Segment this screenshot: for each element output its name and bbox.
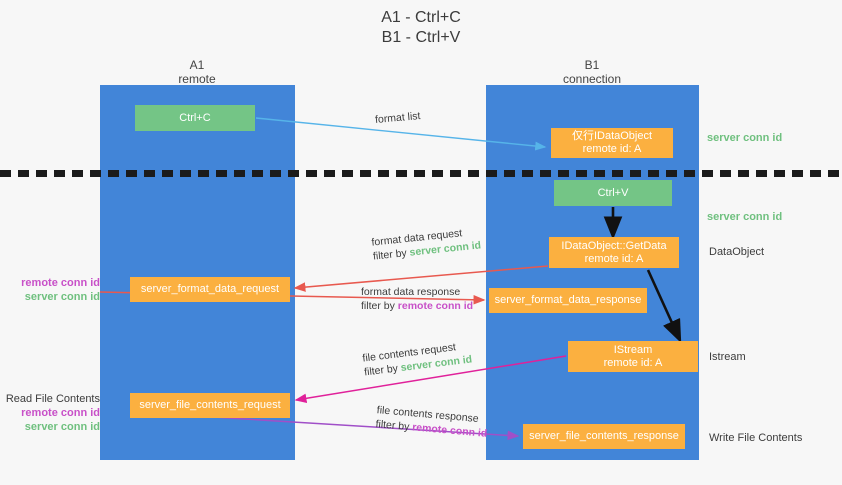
wire-format-list	[255, 117, 547, 151]
column-header-b1-name: B1	[584, 58, 600, 72]
node-ctrl-c[interactable]: Ctrl+C	[135, 105, 255, 131]
column-header-a1-sub: remote	[178, 72, 216, 86]
edge-label-format-data-response-filter: filter by remote conn id	[361, 299, 473, 313]
title-line-1: A1 - Ctrl+C	[381, 9, 461, 26]
right-label-server-conn-id-top: server conn id	[707, 132, 783, 144]
title-line-2: B1 - Ctrl+V	[381, 29, 461, 46]
column-header-a1-name: A1	[189, 58, 205, 72]
node-getdata-remote-id: remote id: A	[584, 252, 644, 265]
node-getdata-label: IDataObject::GetData	[561, 239, 667, 252]
node-server-file-contents-response[interactable]: server_file_contents_response	[523, 424, 685, 449]
left-label-read-file-contents: Read File Contents remote conn id server…	[4, 392, 100, 434]
node-idataobject-label: 仅行IDataObject	[571, 130, 653, 142]
node-ctrl-v-label: Ctrl+V	[597, 186, 629, 199]
left-label-remote-conn-id: remote conn id	[21, 407, 100, 419]
filter-token-remote-conn-id: remote conn id	[397, 300, 474, 312]
left-label-format-conn-ids: remote conn id server conn id	[8, 276, 100, 304]
filter-prefix: filter by	[361, 300, 398, 312]
right-label-dataobject: DataObject	[709, 246, 765, 258]
node-server-file-contents-request[interactable]: server_file_contents_request	[130, 393, 290, 418]
node-server-file-contents-request-label: server_file_contents_request	[139, 399, 281, 411]
wire-format-data-request	[293, 265, 549, 292]
left-label-server-conn-id: server conn id	[24, 421, 100, 433]
wire-getdata-to-istream	[646, 269, 682, 344]
left-label-read-file-contents-head: Read File Contents	[5, 393, 100, 405]
node-server-format-data-request-label: server_format_data_request	[140, 283, 280, 295]
right-label-write-file-contents: Write File Contents	[709, 432, 803, 444]
edge-label-format-data-response-line1: format data response	[361, 286, 461, 298]
wire-file-contents-request	[294, 355, 567, 404]
node-istream[interactable]: IStream remote id: A	[568, 341, 698, 372]
node-idataobject-getdata[interactable]: IDataObject::GetData remote id: A	[549, 237, 679, 268]
node-server-format-data-response-label: server_format_data_response	[494, 294, 642, 306]
right-label-istream: Istream	[709, 351, 746, 363]
node-istream-remote-id: remote id: A	[603, 356, 663, 369]
column-header-b1: B1 connection	[532, 58, 652, 86]
filter-prefix: filter by	[372, 246, 411, 263]
column-header-b1-sub: connection	[562, 72, 622, 86]
right-label-server-conn-id-mid: server conn id	[707, 211, 783, 223]
node-ctrl-v[interactable]: Ctrl+V	[554, 180, 672, 206]
diagram-title: A1 - Ctrl+C B1 - Ctrl+V	[0, 8, 842, 48]
phase-separator	[0, 170, 842, 177]
node-ctrl-c-label: Ctrl+C	[179, 111, 211, 124]
node-server-format-data-request[interactable]: server_format_data_request	[130, 277, 290, 302]
node-server-file-contents-response-label: server_file_contents_response	[529, 430, 679, 442]
node-server-format-data-response[interactable]: server_format_data_response	[489, 288, 647, 313]
left-label-remote-conn-id: remote conn id	[21, 277, 100, 289]
filter-prefix: filter by	[375, 418, 413, 434]
node-idataobject-remote-id: remote id: A	[582, 143, 642, 155]
node-istream-label: IStream	[613, 343, 653, 356]
node-idataobject[interactable]: 仅行IDataObject remote id: A	[551, 128, 673, 158]
column-header-a1: A1 remote	[137, 58, 257, 86]
edge-label-format-data-response: format data response filter by remote co…	[361, 285, 473, 313]
left-label-server-conn-id: server conn id	[24, 291, 100, 303]
